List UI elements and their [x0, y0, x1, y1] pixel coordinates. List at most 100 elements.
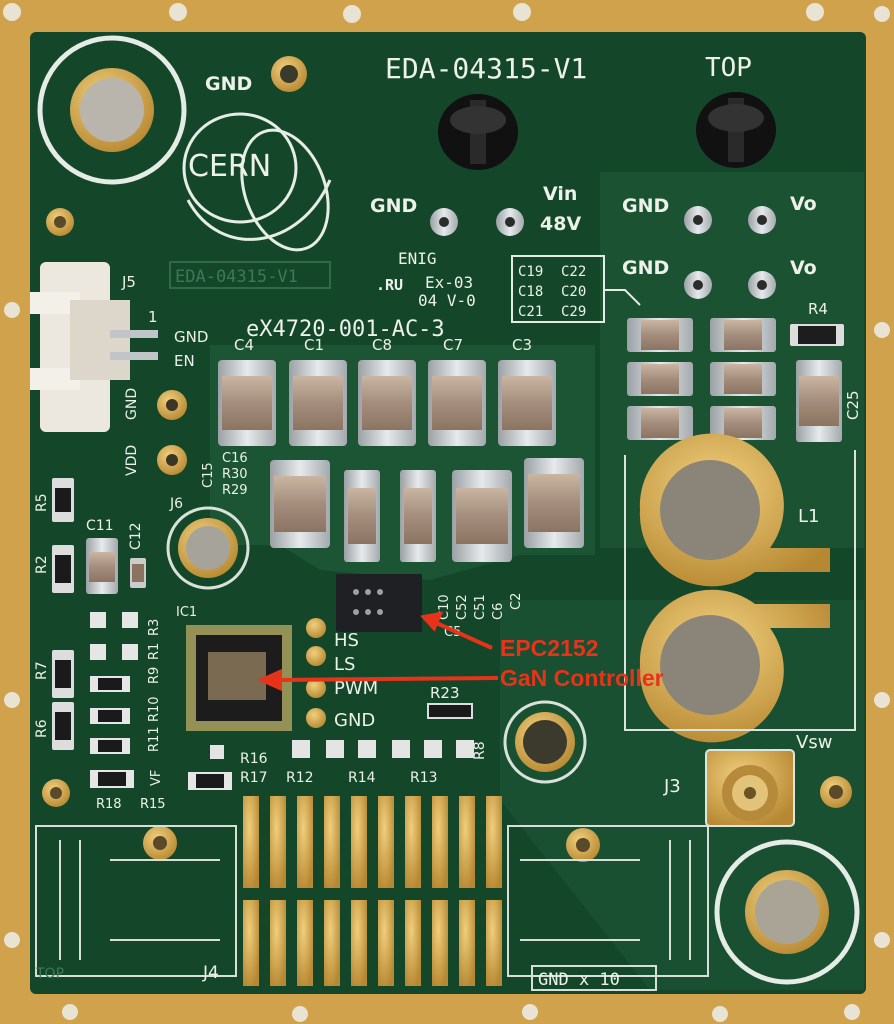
label-r11: R11: [147, 726, 162, 752]
connector-j4-pads: [243, 796, 502, 986]
vo-gnd-label-1: GND: [622, 195, 669, 217]
label-c12: C12: [128, 522, 144, 550]
label-r17: R17: [240, 770, 268, 786]
board-side-label: TOP: [705, 53, 752, 83]
label-r3: R3: [147, 619, 162, 636]
label-j5: J5: [121, 273, 136, 291]
label-c8: C8: [372, 336, 392, 354]
label-r4: R4: [808, 300, 828, 318]
label-pwm: PWM: [334, 678, 378, 699]
label-r18: R18: [96, 797, 122, 812]
label-c20: C20: [561, 284, 586, 300]
annotation-line-2: GaN Controller: [500, 665, 664, 691]
epc2152-chip: [336, 574, 422, 632]
label-j6: J6: [169, 496, 183, 512]
label-gnd-pad: GND: [334, 710, 375, 731]
label-r7: R7: [34, 661, 50, 680]
logo-part-box: [169, 261, 331, 289]
connector-j6: [157, 390, 187, 475]
label-j5-pin1: 1: [148, 308, 158, 326]
label-c29: C29: [561, 304, 586, 320]
label-c21: C21: [518, 304, 543, 320]
connector-j3: [705, 749, 795, 827]
label-j4: J4: [202, 963, 219, 983]
mount-hole-bottom-right: [714, 839, 860, 985]
j4-outline: [35, 825, 709, 977]
resistor-array: [90, 612, 232, 790]
input-capacitors: [218, 360, 556, 446]
label-r29: R29: [222, 483, 248, 498]
label-r2: R2: [34, 555, 50, 574]
label-r1: R1: [147, 643, 162, 660]
label-hs: HS: [334, 630, 359, 651]
annotation-arrows: [257, 611, 499, 692]
label-r5: R5: [34, 493, 50, 512]
mount-hole-top-left: [37, 35, 187, 185]
label-vsw: Vsw: [796, 732, 832, 753]
label-r12: R12: [286, 770, 314, 786]
label-c1: C1: [304, 336, 324, 354]
label-c19: C19: [518, 264, 543, 280]
label-r6: R6: [34, 719, 50, 738]
label-ls: LS: [334, 654, 355, 675]
left-small-components: [52, 478, 146, 750]
label-r9: R9: [147, 667, 162, 684]
annotation-line-1: EPC2152: [500, 635, 598, 661]
label-r15: R15: [140, 797, 166, 812]
board-part-number: EDA-04315-V1: [385, 52, 587, 85]
gnd-top-label: GND: [205, 73, 252, 95]
label-j6-gnd: GND: [124, 388, 140, 420]
label-c6: C6: [491, 603, 506, 620]
vin-gnd-label: GND: [370, 195, 417, 217]
cern-logo: [182, 112, 332, 252]
label-r13: R13: [410, 770, 438, 786]
gate-resistor-pads: [210, 740, 474, 759]
label-r10: R10: [147, 696, 162, 722]
vo-test-points: [684, 206, 776, 299]
vo-gnd-label-2: GND: [622, 257, 669, 279]
fab-code: eX4720-001-AC-3: [246, 317, 445, 342]
vin-value-label: 48V: [540, 213, 581, 235]
label-c15: C15: [201, 462, 216, 488]
label-j5-gnd: GND: [174, 328, 208, 346]
label-c3: C3: [512, 336, 532, 354]
vin-test-points: [430, 208, 524, 236]
label-j6-vdd: VDD: [124, 445, 140, 476]
label-c22: C22: [561, 264, 586, 280]
label-r8: R8: [472, 741, 488, 760]
input-socket: [438, 94, 518, 170]
vo-label-1: Vo: [790, 193, 817, 215]
gnd-hole-top: [271, 56, 307, 92]
label-r30: R30: [222, 467, 248, 482]
gnd-count-label: GND x 10: [538, 970, 620, 990]
label-c2: C2: [509, 593, 524, 610]
label-c4: C4: [234, 336, 254, 354]
output-socket: [696, 92, 776, 168]
label-c11: C11: [86, 518, 114, 534]
cern-logo-text: CERN: [188, 149, 271, 184]
ul-code-2: 04 V-0: [418, 291, 476, 310]
second-row-capacitors: [270, 458, 584, 562]
label-vf: VF: [149, 770, 164, 786]
signal-test-pads: [306, 618, 326, 728]
connector-j5: [30, 262, 158, 432]
finish-label: ENIG: [398, 249, 437, 268]
label-c18: C18: [518, 284, 543, 300]
label-c7: C7: [443, 336, 463, 354]
vo-label-2: Vo: [790, 257, 817, 279]
label-j5-en: EN: [174, 352, 195, 370]
label-c51: C51: [473, 594, 488, 620]
label-r16: R16: [240, 751, 268, 767]
logo-part-number: EDA-04315-V1: [175, 267, 298, 287]
frame-holes: [3, 3, 890, 1022]
output-capacitors: [627, 318, 844, 442]
gnd-count-box: [531, 965, 657, 991]
ul-code-1: Ex-03: [425, 273, 473, 292]
ic1-controller: [186, 625, 292, 731]
vias-corner: [42, 208, 852, 862]
r23-part: [427, 703, 473, 719]
board-side-small: TOP: [35, 966, 64, 982]
label-ic1: IC1: [176, 605, 197, 620]
inductor-l1: [624, 433, 856, 743]
label-c16: C16: [222, 451, 248, 466]
